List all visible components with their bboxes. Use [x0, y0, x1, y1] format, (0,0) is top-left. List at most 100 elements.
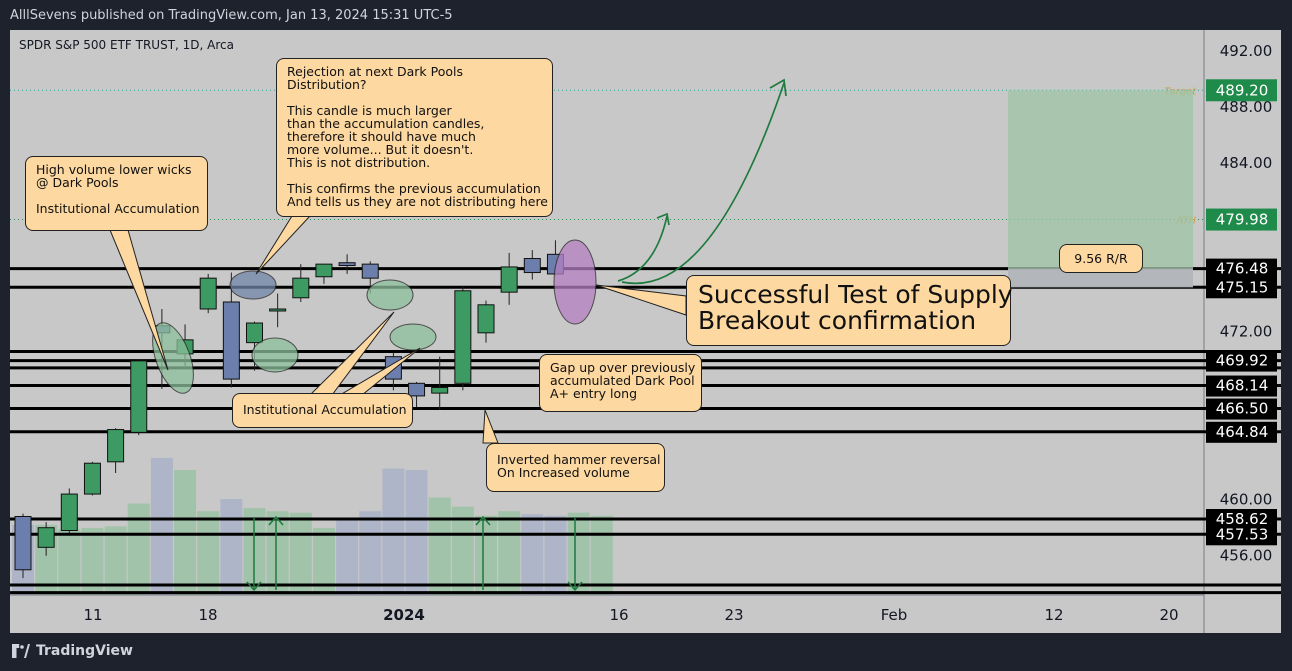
volume-bar [127, 503, 150, 595]
volume-arrow-head [475, 515, 491, 526]
callout-pointer [109, 229, 169, 371]
level-label: 468.14 [1216, 377, 1269, 395]
tradingview-logo-icon [12, 644, 30, 658]
candle-body [246, 322, 263, 344]
volume-bar [150, 457, 173, 595]
volume-bar [174, 470, 197, 595]
candle-body [60, 493, 78, 532]
callout-gap: Gap up over previously accumulated Dark … [539, 354, 702, 412]
highlight-ellipse [229, 270, 277, 300]
chart-panel[interactable]: TargetATH 492.00488.00484.00472.00460.00… [10, 30, 1281, 633]
candle-body [523, 258, 541, 274]
candle-body [315, 263, 333, 278]
candle-body [83, 462, 101, 495]
highlight-ellipse [389, 323, 437, 351]
candle-body [361, 263, 379, 279]
highlight-ellipse [152, 322, 194, 394]
top-bar: AlllSevens published on TradingView.com,… [0, 0, 1292, 30]
level-label-box [1206, 524, 1277, 546]
candle-body [477, 304, 495, 334]
volume-bar [382, 468, 405, 595]
marker-label-box [1206, 79, 1277, 102]
level-label-box [1206, 350, 1277, 372]
volume-bar [451, 506, 474, 595]
target-arrow-head [656, 212, 670, 226]
volume-bar [336, 518, 359, 595]
volume-bar [266, 511, 289, 595]
volume-bar [521, 514, 544, 595]
callout-supply: Successful Test of Supply Breakout confi… [686, 275, 1013, 346]
candle-body [130, 360, 148, 433]
level-label-box [1206, 258, 1277, 280]
volume-bar [405, 470, 428, 595]
y-tick-label: 488.00 [1220, 98, 1273, 116]
volume-bar [289, 512, 312, 595]
volume-bar [475, 515, 497, 595]
x-tick-label: 23 [724, 606, 743, 624]
callout-pointer [595, 284, 687, 316]
level-label-box [1206, 421, 1277, 443]
symbol-title[interactable]: SPDR S&P 500 ETF TRUST, 1D, Arca [19, 38, 234, 52]
level-label: 466.50 [1216, 400, 1269, 418]
level-label: 476.48 [1216, 260, 1269, 278]
volume-bar [359, 511, 382, 595]
x-tick-label: 11 [83, 606, 102, 624]
level-label: 457.53 [1216, 525, 1269, 543]
brand-name: TradingView [36, 643, 133, 659]
callout-pointer [255, 215, 312, 275]
level-label: 469.92 [1216, 352, 1269, 370]
volume-bar [312, 527, 335, 595]
candle-body [454, 290, 472, 384]
target-arrow [617, 215, 668, 282]
level-label-box [1206, 375, 1277, 397]
candle-body [199, 277, 217, 310]
level-label: 464.84 [1216, 423, 1269, 441]
callout-accumulation: Institutional Accumulation [232, 393, 413, 428]
candle-body [431, 387, 449, 394]
candle-body [107, 429, 125, 463]
highlight-ellipse [366, 279, 414, 311]
y-tick-label: 460.00 [1220, 491, 1273, 509]
candle-body [37, 527, 55, 548]
level-label: 475.15 [1216, 278, 1269, 296]
price-chart[interactable]: TargetATH 492.00488.00484.00472.00460.00… [10, 30, 1281, 633]
marker-label: 489.20 [1216, 81, 1269, 99]
highlight-ellipse [553, 239, 597, 325]
x-tick-label: 12 [1044, 606, 1063, 624]
callout-pointer [482, 409, 499, 444]
callout-wicks: High volume lower wicks @ Dark Pools Ins… [25, 156, 208, 231]
marker-label: 479.98 [1216, 211, 1269, 229]
volume-bar [81, 527, 104, 595]
volume-bar [428, 497, 451, 595]
candle-body [14, 515, 32, 571]
candle-body [500, 266, 518, 293]
candle-body [292, 277, 310, 299]
volume-bar [567, 512, 590, 595]
volume-bar [197, 511, 220, 595]
volume-arrow-head [567, 581, 583, 592]
volume-bar [220, 499, 243, 595]
level-label-box [1206, 277, 1277, 299]
marker-label-box [1206, 208, 1277, 231]
volume-bar [58, 529, 81, 595]
x-tick-label: 2024 [383, 606, 425, 624]
callout-hammer: Inverted hammer reversal On Increased vo… [486, 443, 665, 492]
rr-label: 9.56 R/R [1059, 244, 1143, 273]
stop-zone [1008, 268, 1193, 288]
highlight-ellipse [251, 337, 299, 373]
y-tick-label: 484.00 [1220, 154, 1273, 172]
bottom-bar: TradingView [0, 633, 1292, 671]
x-tick-label: 20 [1159, 606, 1178, 624]
volume-bar [590, 515, 613, 595]
x-tick-label: Feb [881, 606, 908, 624]
y-tick-label: 492.00 [1220, 42, 1273, 60]
candle-body [222, 301, 240, 380]
level-label: 458.62 [1216, 510, 1269, 528]
y-tick-label: 472.00 [1220, 322, 1273, 340]
publish-info: AlllSevens published on TradingView.com,… [10, 8, 453, 23]
target-arrow-head [769, 78, 787, 97]
candle-body [338, 262, 356, 267]
volume-bar [544, 515, 567, 595]
volume-arrow-head [246, 581, 262, 592]
y-tick-label: 456.00 [1220, 547, 1273, 565]
